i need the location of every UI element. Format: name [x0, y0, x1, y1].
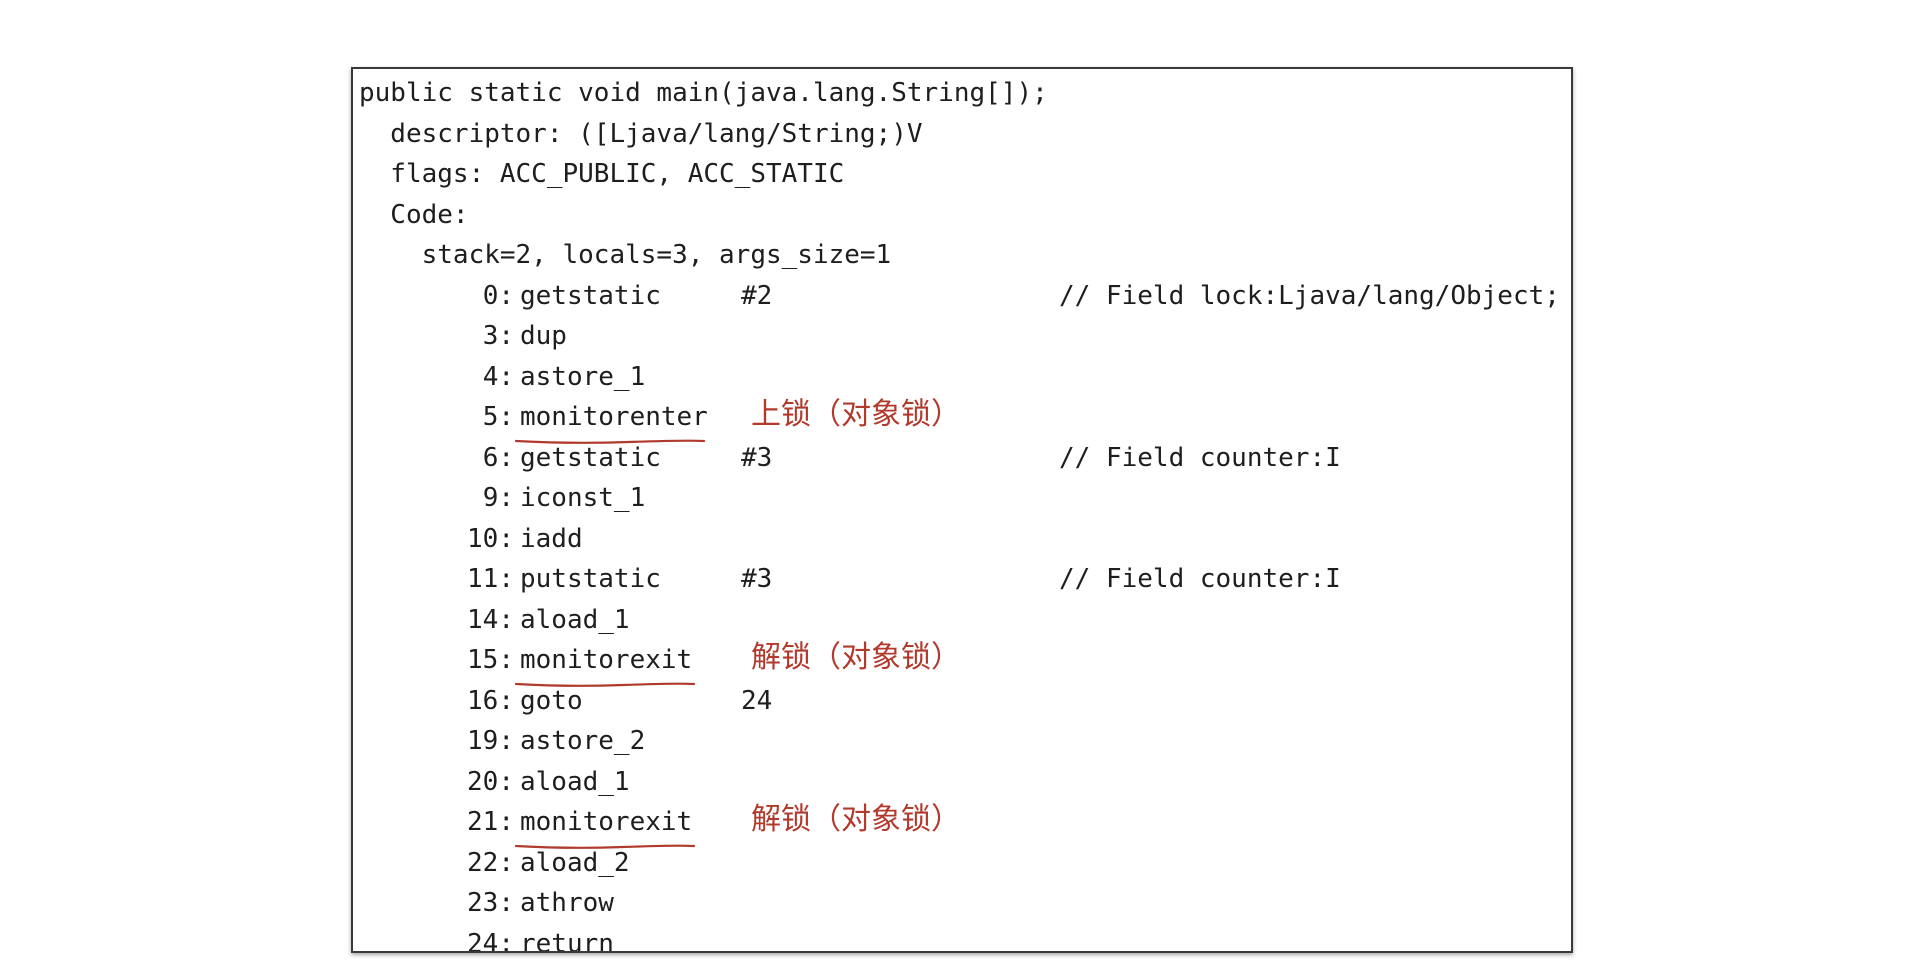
- red-underline-mark: [514, 439, 706, 444]
- instruction-opcode-text: aload_1: [520, 604, 630, 635]
- instruction-row: 4:astore_1: [359, 357, 1571, 398]
- instruction-offset: 20:: [467, 766, 514, 797]
- instruction-opcode-text: getstatic: [520, 442, 661, 473]
- code-label-line: Code:: [359, 199, 469, 230]
- instruction-row: 20:aload_1: [359, 762, 1571, 803]
- instruction-row: 16:goto 24: [359, 681, 1571, 722]
- instruction-opcode-text: astore_2: [520, 726, 646, 756]
- instruction-opcode: iadd: [514, 519, 741, 560]
- instruction-argument: #2: [741, 280, 773, 311]
- instruction-opcode-text: aload_1: [520, 766, 630, 797]
- instruction-row: 10:iadd: [359, 519, 1571, 560]
- instruction-opcode: monitorenter: [514, 397, 741, 444]
- instruction-offset: 0:: [482, 280, 514, 311]
- instruction-row: 14:aload_1: [359, 600, 1571, 641]
- instruction-opcode-text: iadd: [520, 523, 583, 554]
- lock-annotation: 上锁（对象锁）: [751, 397, 961, 432]
- instruction-opcode-text: aload_2: [520, 847, 630, 878]
- instruction-opcode: getstatic: [514, 276, 741, 317]
- instruction-comment: // Field counter:I: [1059, 564, 1341, 594]
- instruction-opcode-text: iconst_1: [520, 483, 646, 513]
- red-underline-mark: [514, 682, 696, 687]
- instruction-row: 22:aload_2: [359, 843, 1571, 884]
- red-underline-mark: [514, 844, 696, 849]
- instruction-opcode: aload_2: [514, 843, 741, 884]
- instruction-opcode: return: [514, 924, 741, 953]
- instruction-opcode: monitorexit: [514, 802, 741, 849]
- instruction-opcode-text: getstatic: [520, 280, 661, 311]
- instruction-opcode: astore_2: [514, 721, 741, 762]
- descriptor-line: descriptor: ([Ljava/lang/String;)V: [359, 118, 923, 149]
- instruction-row: 3:dup: [359, 316, 1571, 357]
- instruction-offset: 3:: [482, 321, 514, 351]
- instruction-opcode: iconst_1: [514, 478, 741, 519]
- instruction-row: 9:iconst_1: [359, 478, 1571, 519]
- instruction-opcode-text: monitorexit: [520, 645, 693, 675]
- instruction-opcode: monitorexit: [514, 640, 741, 687]
- instruction-offset: 16:: [467, 685, 514, 716]
- instruction-opcode-text: goto: [520, 685, 583, 716]
- instruction-opcode-text: monitorenter: [520, 402, 708, 432]
- instruction-opcode: aload_1: [514, 762, 741, 803]
- instruction-offset: 11:: [467, 564, 514, 594]
- instruction-offset: 14:: [467, 604, 514, 635]
- instruction-opcode: getstatic: [514, 438, 741, 479]
- instruction-row: 21:monitorexit 解锁（对象锁）: [359, 802, 1571, 849]
- instruction-opcode: dup: [514, 316, 741, 357]
- instruction-opcode: goto: [514, 681, 741, 722]
- instruction-offset: 4:: [482, 361, 514, 392]
- flags-line: flags: ACC_PUBLIC, ACC_STATIC: [359, 159, 845, 189]
- instruction-opcode-text: athrow: [520, 888, 614, 918]
- instruction-opcode: putstatic: [514, 559, 741, 600]
- instruction-row: 23:athrow: [359, 883, 1571, 924]
- instruction-offset: 10:: [467, 523, 514, 554]
- lock-annotation: 解锁（对象锁）: [751, 802, 961, 837]
- method-signature-line: public static void main(java.lang.String…: [359, 78, 1048, 108]
- instruction-argument: #3: [741, 442, 773, 473]
- stack-info-line: stack=2, locals=3, args_size=1: [359, 240, 892, 270]
- instruction-row: 19:astore_2: [359, 721, 1571, 762]
- bytecode-listing-frame: public static void main(java.lang.String…: [351, 67, 1573, 953]
- instruction-row: 6:getstatic #3 // Field counter:I: [359, 438, 1571, 479]
- instruction-opcode-text: dup: [520, 321, 567, 351]
- instruction-argument: #3: [741, 564, 773, 594]
- instruction-offset: 23:: [467, 888, 514, 918]
- instruction-offset: 5:: [482, 402, 514, 432]
- instruction-opcode-text: return: [520, 928, 614, 953]
- instruction-opcode: aload_1: [514, 600, 741, 641]
- instruction-row: 0:getstatic #2 // Field lock:Ljava/lang/Ob…: [359, 276, 1571, 317]
- instruction-offset: 24:: [467, 928, 514, 953]
- instruction-opcode-text: monitorexit: [520, 807, 693, 837]
- lock-annotation: 解锁（对象锁）: [751, 640, 961, 675]
- instruction-offset: 21:: [467, 807, 514, 837]
- instruction-row: 24:return: [359, 924, 1571, 953]
- instruction-row: 15:monitorexit 解锁（对象锁）: [359, 640, 1571, 687]
- instruction-opcode-text: astore_1: [520, 361, 646, 392]
- instruction-comment: // Field lock:Ljava/lang/Object;: [1059, 280, 1560, 311]
- instruction-offset: 9:: [482, 483, 514, 513]
- instruction-argument: 24: [741, 685, 773, 716]
- instruction-opcode-text: putstatic: [520, 564, 661, 594]
- bytecode-listing: public static void main(java.lang.String…: [359, 73, 1571, 953]
- instruction-offset: 15:: [467, 645, 514, 675]
- instruction-offset: 22:: [467, 847, 514, 878]
- instruction-offset: 6:: [482, 442, 514, 473]
- instruction-opcode: astore_1: [514, 357, 741, 398]
- instruction-row: 5:monitorenter 上锁（对象锁）: [359, 397, 1571, 444]
- instruction-opcode: athrow: [514, 883, 741, 924]
- instruction-offset: 19:: [467, 726, 514, 756]
- instruction-comment: // Field counter:I: [1059, 442, 1341, 473]
- instruction-row: 11:putstatic #3 // Field counter:I: [359, 559, 1571, 600]
